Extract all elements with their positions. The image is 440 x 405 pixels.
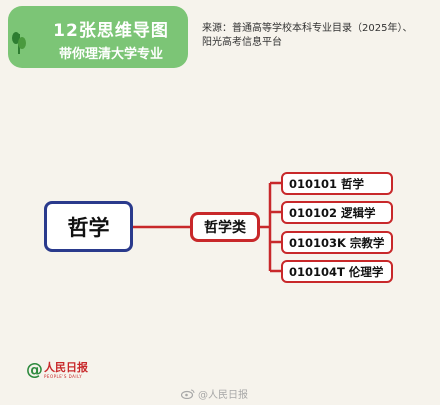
logo-text-en: PEOPLE'S DAILY — [44, 373, 83, 379]
major-name: 伦理学 — [348, 264, 384, 279]
major-name: 哲学 — [341, 176, 365, 191]
major-name: 宗教学 — [349, 235, 385, 250]
major-node: 010103K 宗教学 — [281, 231, 393, 254]
major-code: 010103K — [289, 235, 346, 250]
leaf-icon — [12, 32, 26, 54]
watermark-text: @人民日报 — [198, 390, 248, 401]
banner-subtitle: 带你理清大学专业 — [58, 47, 163, 62]
connector-category-bracket — [260, 181, 281, 273]
major-node: 010101 哲学 — [281, 172, 393, 195]
logo-at-icon: @ — [26, 360, 43, 380]
weibo-icon — [181, 389, 195, 399]
peoples-daily-logo: @ 人民日报 PEOPLE'S DAILY — [26, 360, 88, 380]
source-line-1: 来源：普通高等学校本科专业目录（2025年）、 — [202, 23, 413, 34]
mindmap-root-node: 哲学 — [44, 201, 133, 252]
major-code: 010102 — [289, 205, 338, 220]
mindmap-category-node: 哲学类 — [190, 212, 260, 242]
weibo-watermark: @人民日报 — [181, 386, 248, 401]
major-code: 010101 — [289, 176, 338, 191]
major-node: 010104T 伦理学 — [281, 260, 393, 283]
major-name: 逻辑学 — [341, 205, 376, 220]
logo-text-cn: 人民日报 — [44, 360, 88, 374]
source-note: 来源：普通高等学校本科专业目录（2025年）、 阳光高考信息平台 — [202, 22, 434, 50]
banner-title: 12张思维导图 — [53, 21, 169, 41]
major-code: 010104T — [289, 264, 345, 279]
source-line-2: 阳光高考信息平台 — [202, 37, 282, 48]
title-banner: 12张思维导图 带你理清大学专业 — [8, 6, 188, 68]
major-node: 010102 逻辑学 — [281, 201, 393, 224]
